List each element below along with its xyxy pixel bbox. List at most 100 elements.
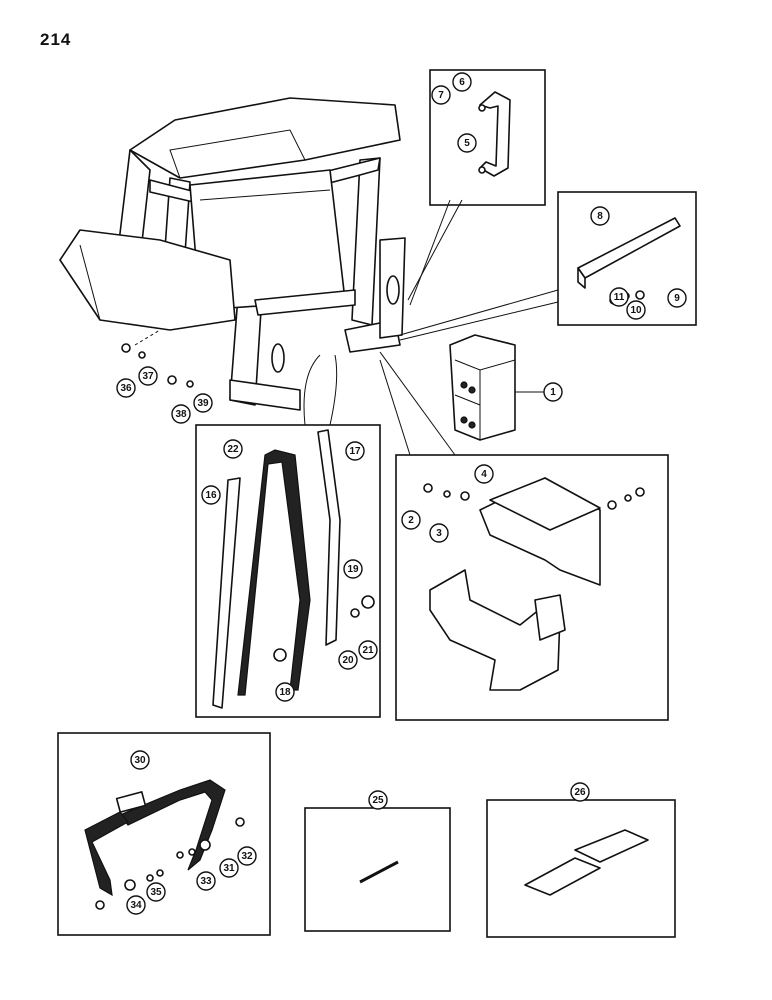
callout-circle xyxy=(474,464,494,484)
callout-label: 21 xyxy=(362,645,374,656)
callout-16: 16 xyxy=(201,485,221,505)
window-seal xyxy=(212,429,375,709)
callout-label: 11 xyxy=(614,292,625,303)
callout-20: 20 xyxy=(338,650,358,670)
callout-8: 8 xyxy=(590,206,610,226)
callout-33: 33 xyxy=(196,871,216,891)
callout-35: 35 xyxy=(146,882,166,902)
callout-label: 35 xyxy=(150,887,162,898)
callout-36: 36 xyxy=(116,378,136,398)
cab-frame xyxy=(59,97,406,411)
callout-38: 38 xyxy=(171,404,191,424)
callout-3: 3 xyxy=(429,523,449,543)
callout-label: 4 xyxy=(481,469,487,480)
callout-17: 17 xyxy=(345,441,365,461)
callout-4: 4 xyxy=(474,464,494,484)
callout-label: 10 xyxy=(630,305,642,316)
callout-30: 30 xyxy=(130,750,150,770)
callout-6: 6 xyxy=(452,72,472,92)
callout-label: 9 xyxy=(674,293,680,304)
callout-label: 8 xyxy=(597,211,603,222)
callout-34: 34 xyxy=(126,895,146,915)
callout-circle xyxy=(590,206,610,226)
callout-circle xyxy=(146,882,166,902)
leader-lines xyxy=(303,199,559,456)
callout-circle xyxy=(343,559,363,579)
callout-label: 19 xyxy=(347,564,359,575)
callout-label: 22 xyxy=(227,444,239,455)
callout-1: 1 xyxy=(543,382,563,402)
callout-label: 30 xyxy=(134,755,146,766)
cab-fasteners xyxy=(121,329,194,388)
callout-label: 3 xyxy=(436,528,442,539)
seat-belt xyxy=(84,779,245,910)
inset-handle-box xyxy=(429,69,546,206)
callout-circle xyxy=(338,650,358,670)
callout-circle xyxy=(368,790,388,810)
callout-22: 22 xyxy=(223,439,243,459)
toolbox xyxy=(449,334,545,441)
callout-10: 10 xyxy=(626,300,646,320)
callout-circle xyxy=(138,366,158,386)
callout-label: 7 xyxy=(438,90,444,101)
callout-circle xyxy=(275,682,295,702)
grab-handle xyxy=(478,91,511,177)
callout-label: 39 xyxy=(197,398,209,409)
callout-circle xyxy=(626,300,646,320)
callout-label: 25 xyxy=(372,795,384,806)
callout-37: 37 xyxy=(138,366,158,386)
callout-circle xyxy=(201,485,221,505)
callout-label: 18 xyxy=(279,687,291,698)
callout-circle xyxy=(345,441,365,461)
callout-circle xyxy=(223,439,243,459)
callout-label: 26 xyxy=(574,787,586,798)
callout-5: 5 xyxy=(457,133,477,153)
callout-circle xyxy=(116,378,136,398)
callout-circle xyxy=(609,287,629,307)
callout-label: 31 xyxy=(223,863,235,874)
inset-belt-box xyxy=(57,732,271,936)
callout-circle xyxy=(358,640,378,660)
callout-circle xyxy=(452,72,472,92)
callout-19: 19 xyxy=(343,559,363,579)
callout-circle xyxy=(429,523,449,543)
callout-circle xyxy=(543,382,563,402)
pin xyxy=(359,860,399,884)
inset-bracket-box xyxy=(395,454,669,721)
callout-39: 39 xyxy=(193,393,213,413)
callout-circle xyxy=(457,133,477,153)
callout-circle xyxy=(171,404,191,424)
inset-rail-box xyxy=(557,191,697,326)
callout-circle xyxy=(219,858,239,878)
callout-circle xyxy=(667,288,687,308)
callout-25: 25 xyxy=(368,790,388,810)
callout-11: 11 xyxy=(609,287,629,307)
callout-label: 2 xyxy=(408,515,414,526)
callout-32: 32 xyxy=(237,846,257,866)
callout-label: 6 xyxy=(459,77,465,88)
rail-bracket xyxy=(577,217,681,305)
callout-label: 37 xyxy=(142,371,154,382)
callout-circle xyxy=(196,871,216,891)
callout-label: 36 xyxy=(120,383,132,394)
callout-label: 33 xyxy=(200,876,212,887)
pads xyxy=(524,829,649,896)
step-bracket xyxy=(423,477,645,691)
callout-2: 2 xyxy=(401,510,421,530)
callout-21: 21 xyxy=(358,640,378,660)
callout-label: 38 xyxy=(175,409,187,420)
page-number: 214 xyxy=(40,30,72,49)
callout-label: 20 xyxy=(342,655,354,666)
callout-18: 18 xyxy=(275,682,295,702)
callout-9: 9 xyxy=(667,288,687,308)
callout-layer: 1234567891011161718192021222526303132333… xyxy=(116,72,687,915)
inset-pin-box xyxy=(304,807,451,932)
callout-circle xyxy=(431,85,451,105)
inset-seal-box xyxy=(195,424,381,718)
callout-circle xyxy=(130,750,150,770)
callout-label: 17 xyxy=(349,446,361,457)
callout-circle xyxy=(570,782,590,802)
callout-circle xyxy=(193,393,213,413)
callout-label: 1 xyxy=(550,387,556,398)
